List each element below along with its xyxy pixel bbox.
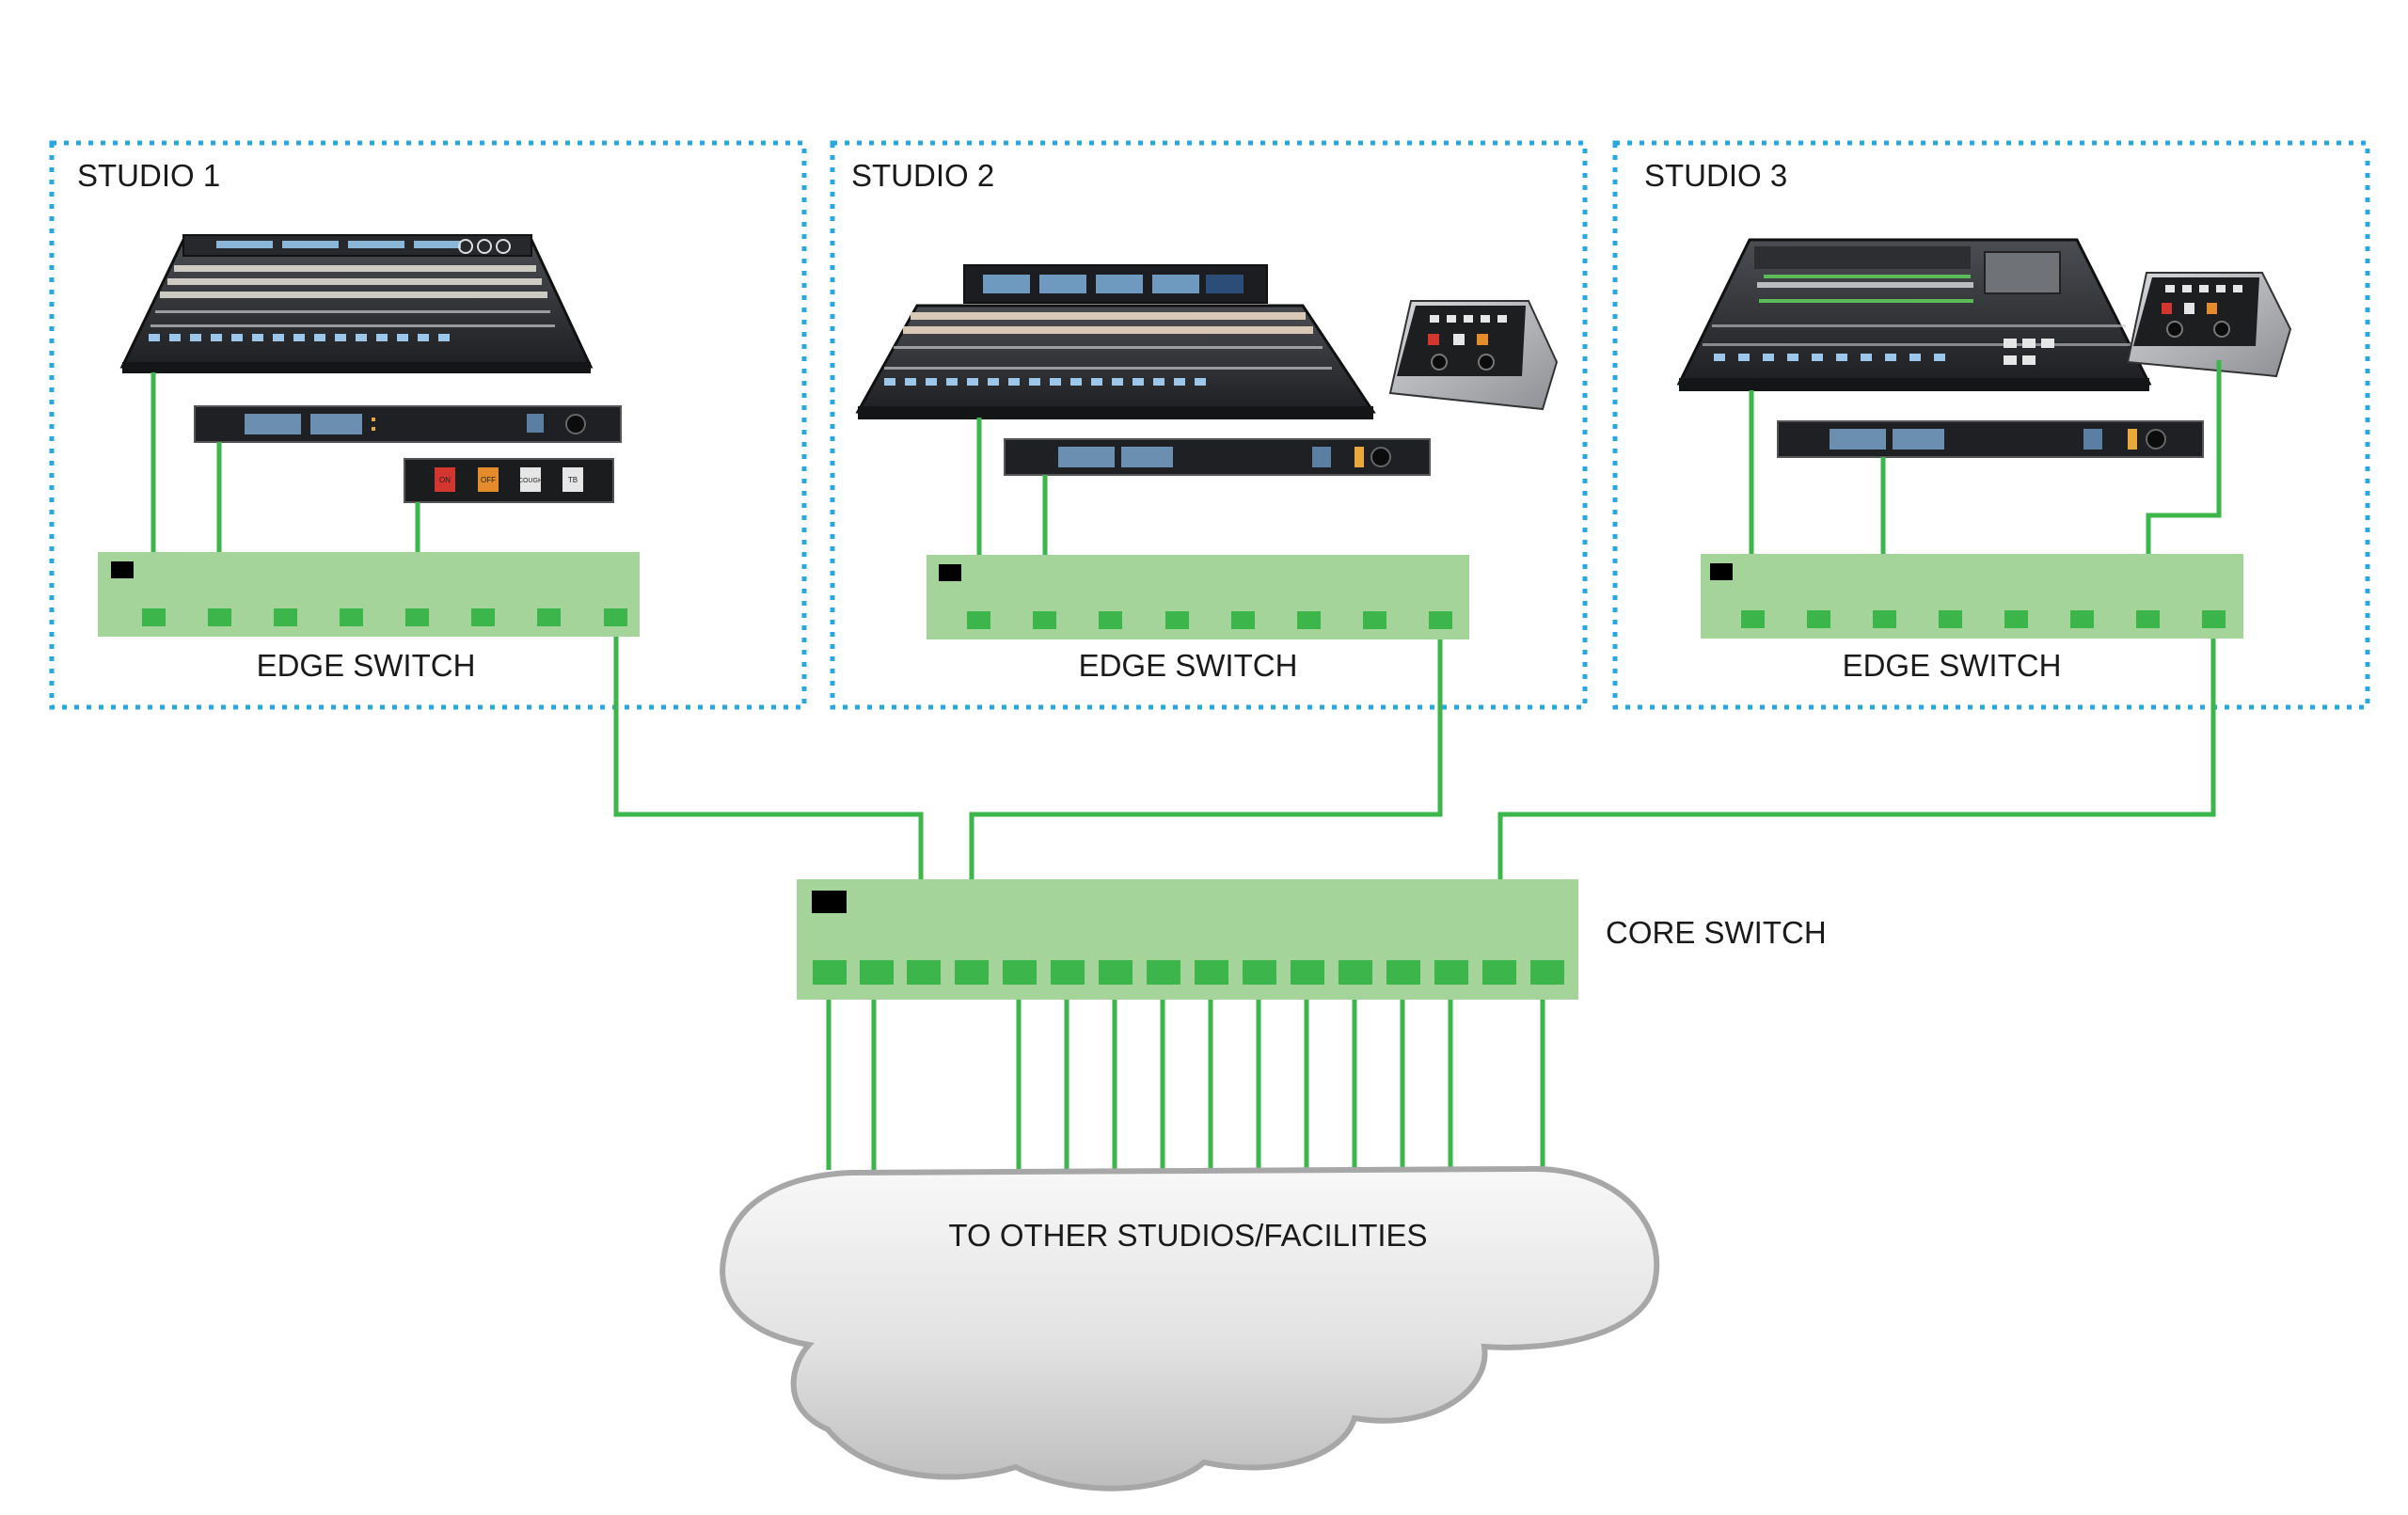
studio-3-boundary bbox=[1612, 140, 2370, 710]
studio-3-edge-switch: EDGE SWITCH bbox=[1701, 554, 2243, 683]
studio-2-label: STUDIO 2 bbox=[851, 158, 994, 193]
off-button bbox=[478, 467, 499, 492]
cloud: TO OTHER STUDIOS/FACILITIES bbox=[720, 1165, 1660, 1491]
core-switch-indicator bbox=[812, 891, 847, 913]
studio-2-edge-switch: EDGE SWITCH bbox=[927, 555, 1469, 683]
cloud-shape bbox=[720, 1165, 1660, 1491]
studio-1-audio-interface bbox=[194, 405, 622, 443]
studio-3-label: STUDIO 3 bbox=[1644, 158, 1787, 193]
studio-1-label: STUDIO 1 bbox=[77, 158, 220, 193]
studio-1-boundary bbox=[49, 140, 807, 710]
tb-button bbox=[562, 467, 583, 492]
cough-button bbox=[520, 467, 541, 492]
studio-3-mixing-console bbox=[1676, 238, 2152, 391]
switch-indicator bbox=[1710, 563, 1733, 580]
studio-1-edge-switch: EDGE SWITCH bbox=[98, 552, 640, 683]
core-to-cloud-cables bbox=[826, 974, 1545, 1170]
cloud-label: TO OTHER STUDIOS/FACILITIES bbox=[948, 1218, 1427, 1253]
cough-button-label: COUGH bbox=[518, 478, 543, 484]
studio-2-edge-switch-label: EDGE SWITCH bbox=[1079, 648, 1298, 683]
tb-button-label: TB bbox=[568, 476, 578, 484]
switch-indicator bbox=[939, 564, 961, 581]
off-button-label: OFF bbox=[481, 476, 496, 484]
switch-ports bbox=[1741, 610, 2226, 628]
core-switch-ports bbox=[813, 960, 1564, 985]
studio-1-button-panel: ON OFF COUGH TB bbox=[404, 458, 614, 503]
studio-2-talent-panel bbox=[1388, 300, 1559, 411]
studio-2-audio-interface bbox=[1004, 438, 1431, 476]
studio-1-mixing-console bbox=[119, 234, 594, 373]
core-switch: CORE SWITCH bbox=[797, 879, 1827, 1000]
switch-ports bbox=[967, 611, 1452, 629]
on-button-label: ON bbox=[439, 476, 451, 484]
studio-2-boundary bbox=[830, 140, 1588, 710]
studio-3-audio-interface bbox=[1777, 420, 2204, 458]
studio-3-talent-panel bbox=[2126, 272, 2292, 378]
studio-2: STUDIO 2 bbox=[830, 140, 1588, 710]
studio-3-edge-switch-label: EDGE SWITCH bbox=[1843, 648, 2062, 683]
studio-3: STUDIO 3 bbox=[1612, 140, 2370, 710]
studio-2-mixing-console bbox=[855, 264, 1376, 419]
switch-indicator bbox=[111, 561, 134, 578]
studio-1-edge-switch-label: EDGE SWITCH bbox=[257, 648, 476, 683]
on-button bbox=[435, 467, 455, 492]
studio-1: STUDIO 1 bbox=[49, 140, 807, 710]
switch-ports bbox=[142, 608, 627, 626]
core-switch-label: CORE SWITCH bbox=[1606, 915, 1827, 950]
